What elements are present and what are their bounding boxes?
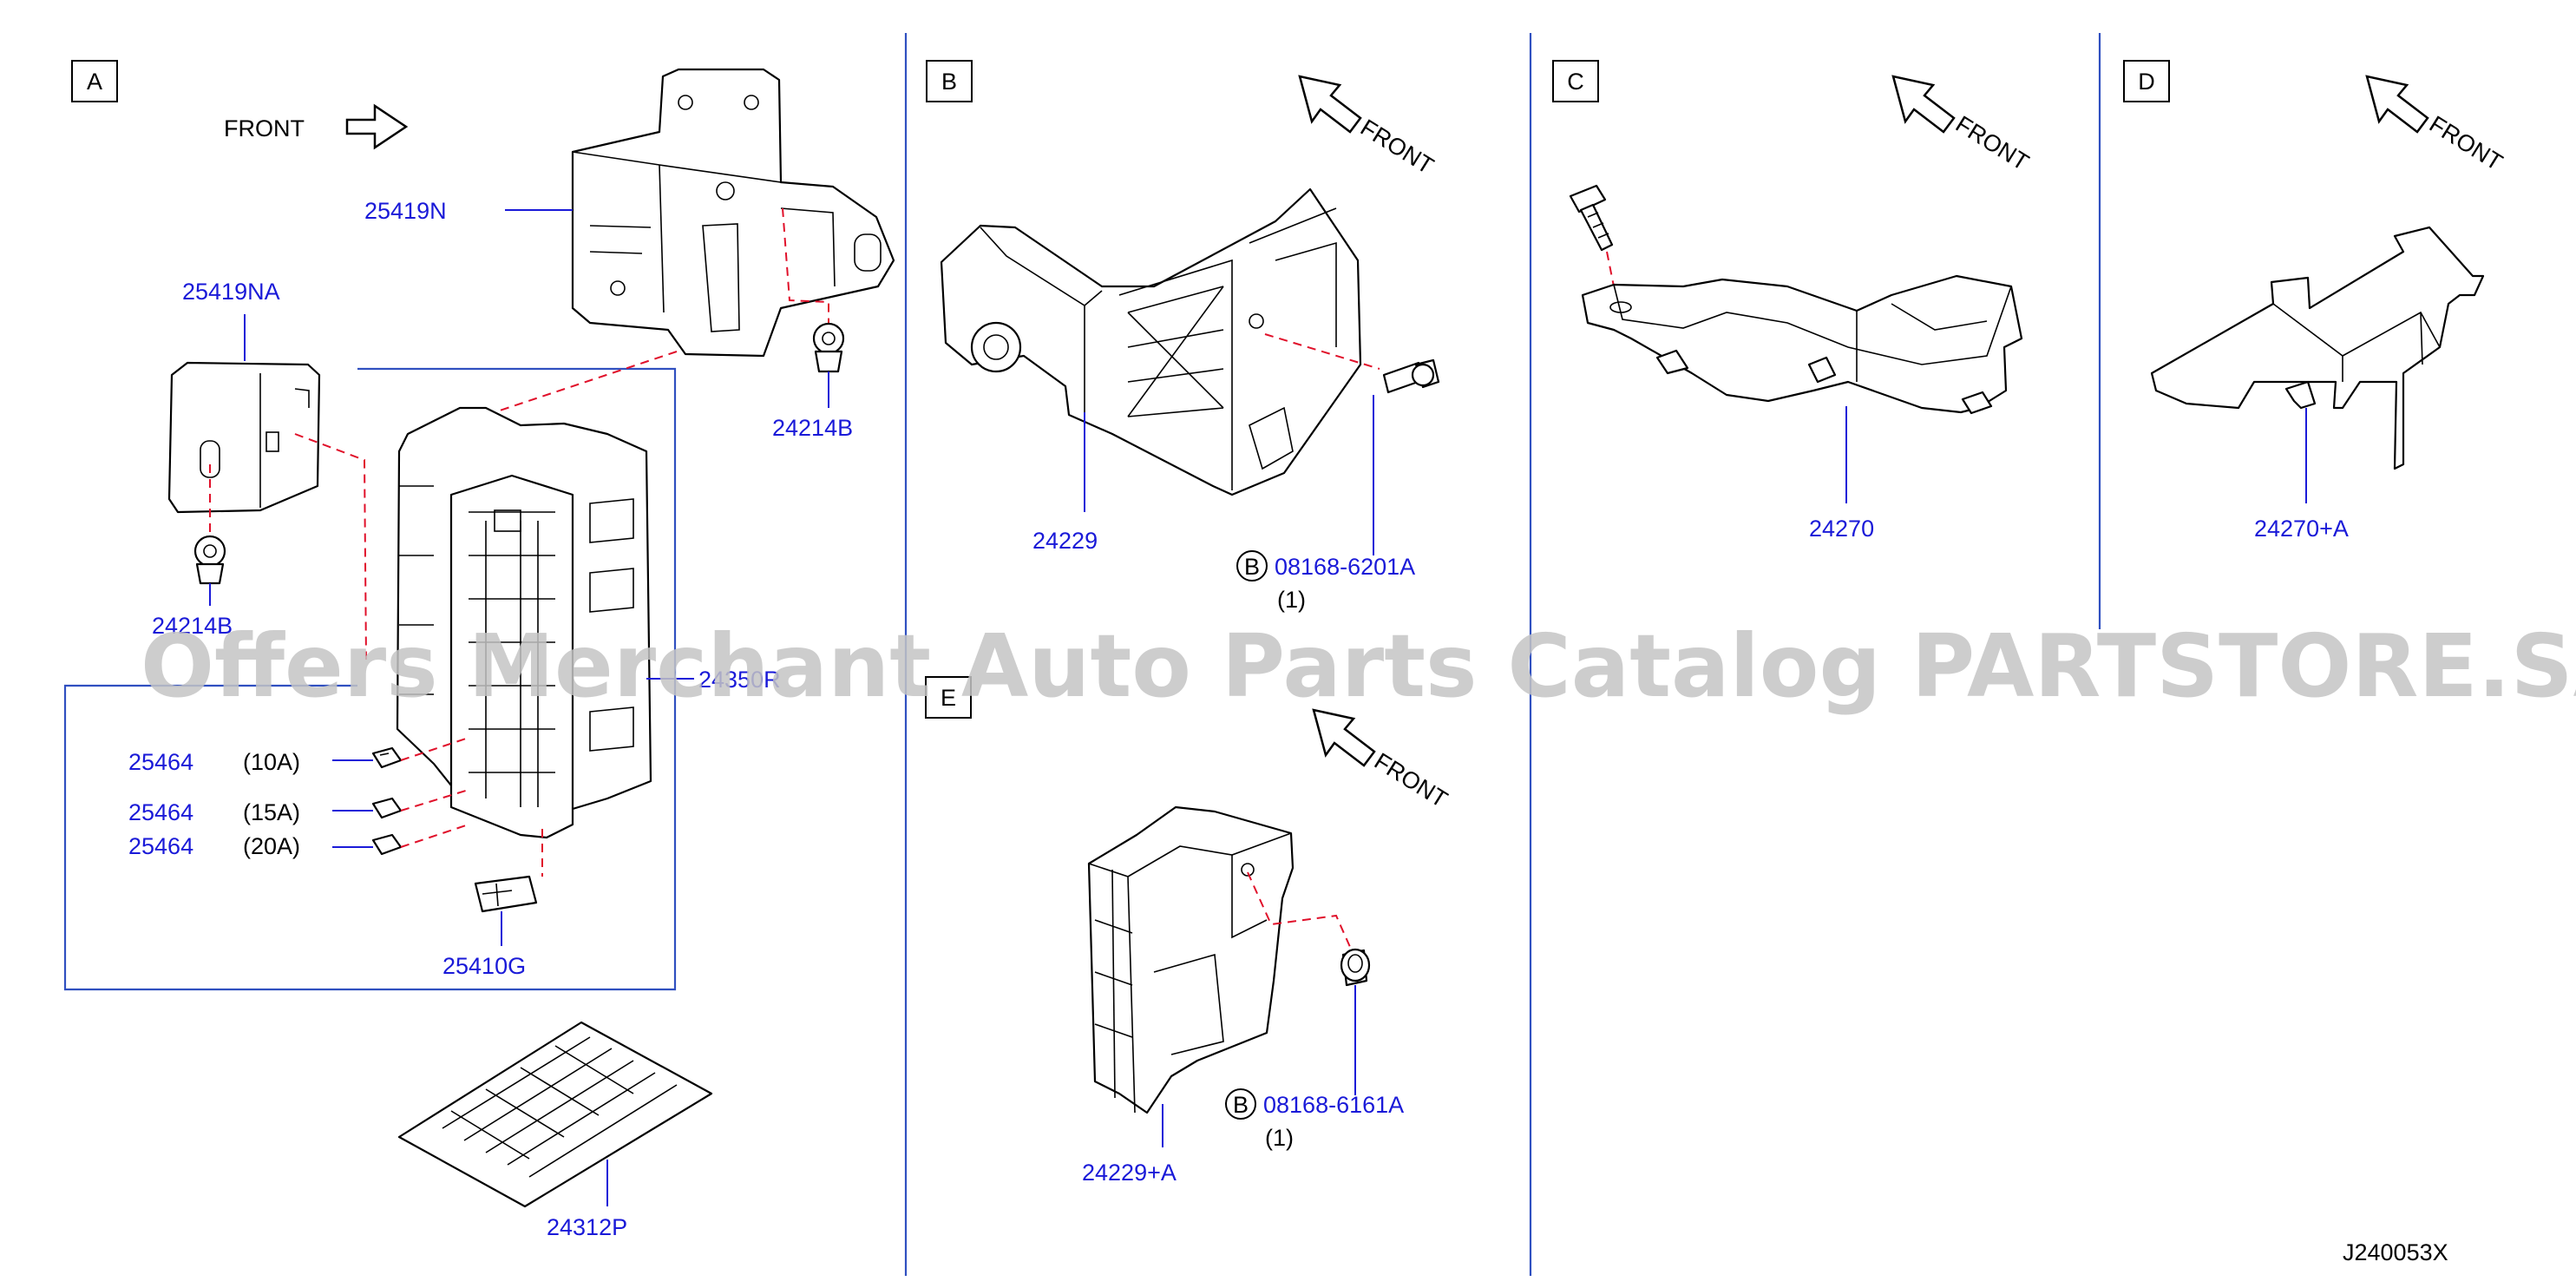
leader-dash bbox=[481, 351, 678, 417]
svg-text:E: E bbox=[941, 685, 956, 711]
leader-dash bbox=[782, 207, 829, 323]
quantity-08168-6161a: (1) bbox=[1265, 1125, 1294, 1151]
svg-text:A: A bbox=[87, 69, 102, 95]
clip-24214b-right-drawing bbox=[812, 322, 845, 373]
bracket-25419n-drawing bbox=[571, 68, 895, 358]
diagram-code: J240053X bbox=[2343, 1239, 2448, 1265]
bolt-marker-b1: B bbox=[1236, 550, 1268, 582]
front-indicator-b: FRONT bbox=[1298, 75, 1439, 180]
bolt-08168-6201a-drawing bbox=[1382, 358, 1440, 394]
quantity-08168-6201a: (1) bbox=[1277, 587, 1306, 613]
front-arrow-icon bbox=[2365, 75, 2429, 134]
fuse-block-24350r-drawing bbox=[396, 406, 652, 839]
front-arrow-icon bbox=[1891, 75, 1956, 134]
svg-text:D: D bbox=[2138, 69, 2155, 95]
fuse-15a-drawing bbox=[371, 797, 403, 819]
part-number-08168-6161a[interactable]: 08168-6161A bbox=[1263, 1092, 1404, 1118]
front-indicator-a: FRONT bbox=[224, 103, 409, 150]
front-indicator-d: FRONT bbox=[2365, 75, 2507, 176]
bracket-24229a-drawing bbox=[1087, 805, 1295, 1114]
svg-text:FRONT: FRONT bbox=[2425, 111, 2507, 176]
svg-text:C: C bbox=[1567, 69, 1584, 95]
bracket-24270-drawing bbox=[1581, 274, 2023, 415]
section-label-c: C bbox=[1552, 60, 1599, 102]
part-number-08168-6201a[interactable]: 08168-6201A bbox=[1275, 554, 1415, 580]
fuse-20a-drawing bbox=[371, 833, 403, 856]
part-number-25464-10a[interactable]: 25464 bbox=[128, 749, 193, 775]
harness-bracket-24270a-drawing bbox=[2150, 226, 2485, 470]
svg-text:B: B bbox=[1233, 1092, 1249, 1118]
clip-24214b-left-drawing bbox=[193, 535, 226, 585]
part-number-24214b-right[interactable]: 24214B bbox=[772, 415, 853, 441]
part-number-25464-20a[interactable]: 25464 bbox=[128, 833, 193, 859]
fuse-rating-15a: (15A) bbox=[243, 799, 300, 825]
part-number-24214b-left[interactable]: 24214B bbox=[152, 613, 233, 639]
leader-dash bbox=[400, 789, 469, 812]
svg-text:B: B bbox=[941, 69, 957, 95]
fuse-10a-drawing bbox=[371, 746, 403, 769]
part-number-25464-15a[interactable]: 25464 bbox=[128, 799, 193, 825]
svg-text:FRONT: FRONT bbox=[1370, 748, 1452, 813]
watermark-text: Offers Merchant Auto Parts Catalog PARTS… bbox=[141, 615, 2576, 717]
leader-dash bbox=[294, 433, 367, 660]
screw-24270-drawing bbox=[1569, 184, 1614, 252]
leader-dash bbox=[1247, 871, 1354, 956]
bolt-marker-b2: B bbox=[1225, 1088, 1256, 1120]
part-number-24270a[interactable]: 24270+A bbox=[2254, 516, 2349, 542]
front-arrow-icon bbox=[1298, 75, 1362, 134]
part-number-24270[interactable]: 24270 bbox=[1809, 516, 1874, 542]
front-arrow-icon bbox=[345, 103, 409, 150]
fuse-rating-10a: (10A) bbox=[243, 749, 300, 775]
section-label-d: D bbox=[2123, 60, 2170, 102]
part-number-24312p[interactable]: 24312P bbox=[547, 1214, 627, 1240]
svg-text:FRONT: FRONT bbox=[1951, 111, 2034, 176]
part-number-24229a[interactable]: 24229+A bbox=[1082, 1160, 1177, 1186]
relay-25410g-drawing bbox=[474, 875, 538, 913]
part-number-25410g[interactable]: 25410G bbox=[442, 953, 526, 979]
svg-text:FRONT: FRONT bbox=[224, 115, 305, 141]
label-sheet-24312p-drawing bbox=[397, 1021, 713, 1208]
cover-25419na-drawing bbox=[167, 361, 321, 514]
leader-dash bbox=[400, 737, 469, 761]
leader-dash bbox=[1264, 333, 1380, 370]
leader-dash bbox=[400, 824, 469, 848]
part-number-24350r[interactable]: 24350R bbox=[698, 667, 781, 693]
part-number-25419n[interactable]: 25419N bbox=[364, 198, 447, 224]
part-number-24229[interactable]: 24229 bbox=[1032, 528, 1098, 554]
svg-text:FRONT: FRONT bbox=[1356, 115, 1439, 180]
section-label-a: A bbox=[71, 60, 118, 102]
fuse-rating-20a: (20A) bbox=[243, 833, 300, 859]
bracket-24229-drawing bbox=[940, 187, 1362, 496]
front-arrow-icon bbox=[1312, 708, 1376, 767]
section-label-e: E bbox=[925, 676, 972, 719]
front-indicator-e: FRONT bbox=[1312, 708, 1452, 813]
fuse-block-outline bbox=[63, 367, 677, 991]
section-label-b: B bbox=[926, 60, 973, 102]
svg-text:B: B bbox=[1244, 554, 1260, 580]
front-indicator-c: FRONT bbox=[1891, 75, 2034, 176]
part-number-25419na[interactable]: 25419NA bbox=[182, 279, 280, 305]
bolt-08168-6161a-drawing bbox=[1340, 948, 1371, 987]
